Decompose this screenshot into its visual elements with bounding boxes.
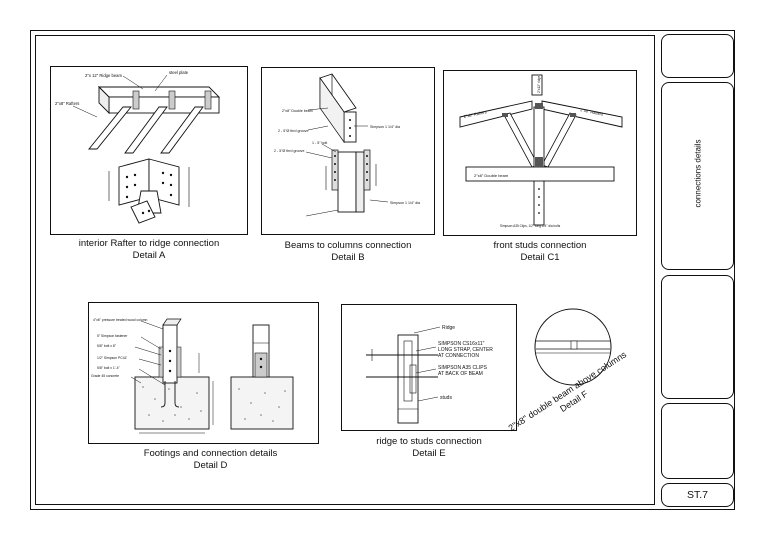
detail-e-caption-line2: Detail E: [412, 448, 446, 459]
detail-c1-caption-line1: front studs connection: [493, 240, 587, 251]
detail-d-note-6: Grade 45 concrete: [91, 374, 119, 378]
title-block-cell-1: [661, 34, 734, 78]
detail-e-note-strap-line2: LONG STRAP, CENTER: [438, 347, 493, 353]
detail-e-caption-line1: ridge to studs connection: [376, 436, 482, 447]
detail-a-caption-line1: interior Rafter to ridge connection: [78, 238, 220, 249]
detail-c1-note-beam: 2"x8" Double beam: [474, 173, 509, 178]
detail-b-note-5: 2 - 5"Ø thrd groove: [274, 149, 304, 153]
detail-a-drawing: 2"x 12" Ridge beam steel plate 2"x8" Raf…: [50, 66, 248, 235]
sheet-number: ST.7: [686, 489, 708, 501]
detail-b-caption-line2: Detail B: [331, 252, 365, 263]
detail-d-note-1: 4"x6" pressure treated wood column: [93, 318, 148, 322]
drawing-area-border: [35, 35, 655, 505]
detail-a-note-plate: steel plate: [169, 70, 189, 75]
detail-d-note-5: 5/8" bolt x 1'-4": [97, 366, 120, 370]
detail-e-note-studs: studs: [440, 395, 452, 401]
detail-a-note-rafters: 2"x8" Rafters: [55, 101, 79, 106]
detail-c1-footnote: Simpson A35 Clips, 1/2" long 1/4" dia bo…: [500, 224, 561, 228]
detail-b-note-2: 2 - 5"Ø thrd groove: [278, 129, 308, 133]
detail-e-note-ridge: Ridge: [442, 325, 455, 331]
detail-c1-caption-line2: Detail C1: [520, 252, 560, 263]
detail-e-drawing: Ridge SIMPSON CS16x11" LONG STRAP, CENTE…: [341, 304, 517, 431]
detail-a-caption-line2: Detail A: [132, 250, 166, 261]
detail-a-note-ridge: 2"x 12" Ridge beam: [85, 73, 122, 78]
detail-d-note-3: 5/8" bolt x 8": [97, 344, 117, 348]
detail-e-note-clips-line1: SIMPSON A35 CLIPS: [438, 365, 488, 371]
detail-e-note-strap-line1: SIMPSON CS16x11": [438, 341, 485, 347]
sheet-border: [30, 30, 735, 510]
detail-d-drawing: 4"x6" pressure treated wood column 5" Si…: [88, 302, 319, 444]
detail-f-drawing: [533, 307, 613, 387]
detail-d-note-2: 5" Simpson fastener: [97, 334, 128, 338]
detail-c1-note-ridge: 2"x12" ridge: [537, 76, 541, 93]
detail-c1-note-left-rafters: 2"x8" Rafters: [463, 109, 487, 119]
detail-b-note-6: Simpson 1 1/4" dia: [390, 201, 420, 205]
detail-b-caption-line1: Beams to columns connection: [284, 240, 412, 251]
detail-e-note-clips-line2: AT BACK OF BEAM: [438, 371, 483, 377]
title-block-cell-sheet-number: ST.7: [661, 483, 734, 507]
detail-c1-note-right-rafters: 2"x8" Rafters: [580, 107, 604, 117]
detail-b-note-1: 2"x8" Double beam: [282, 109, 313, 113]
detail-b-note-4: Simpson 1 1/4" dia: [370, 125, 400, 129]
detail-c1-drawing: 2"x8" Rafters 2"x8" Rafters 2"x8" Double…: [443, 70, 637, 236]
detail-b-note-3: 1 - 5" bolt: [312, 141, 327, 145]
title-block-cell-4: [661, 403, 734, 479]
detail-b-drawing: 2"x8" Double beam 2 - 5"Ø thrd groove 1 …: [261, 67, 435, 235]
detail-e-note-strap-line3: AT CONNECTION: [438, 353, 479, 359]
detail-d-note-4: 1/2" Simpson PC4Z: [97, 356, 127, 360]
detail-d-caption-line2: Detail D: [193, 460, 228, 471]
detail-d-caption-line1: Footings and connection details: [143, 448, 278, 459]
sheet-title: connections details: [693, 139, 703, 208]
title-block-cell-sheet-title: connections details: [661, 82, 734, 270]
title-block-cell-3: [661, 275, 734, 399]
